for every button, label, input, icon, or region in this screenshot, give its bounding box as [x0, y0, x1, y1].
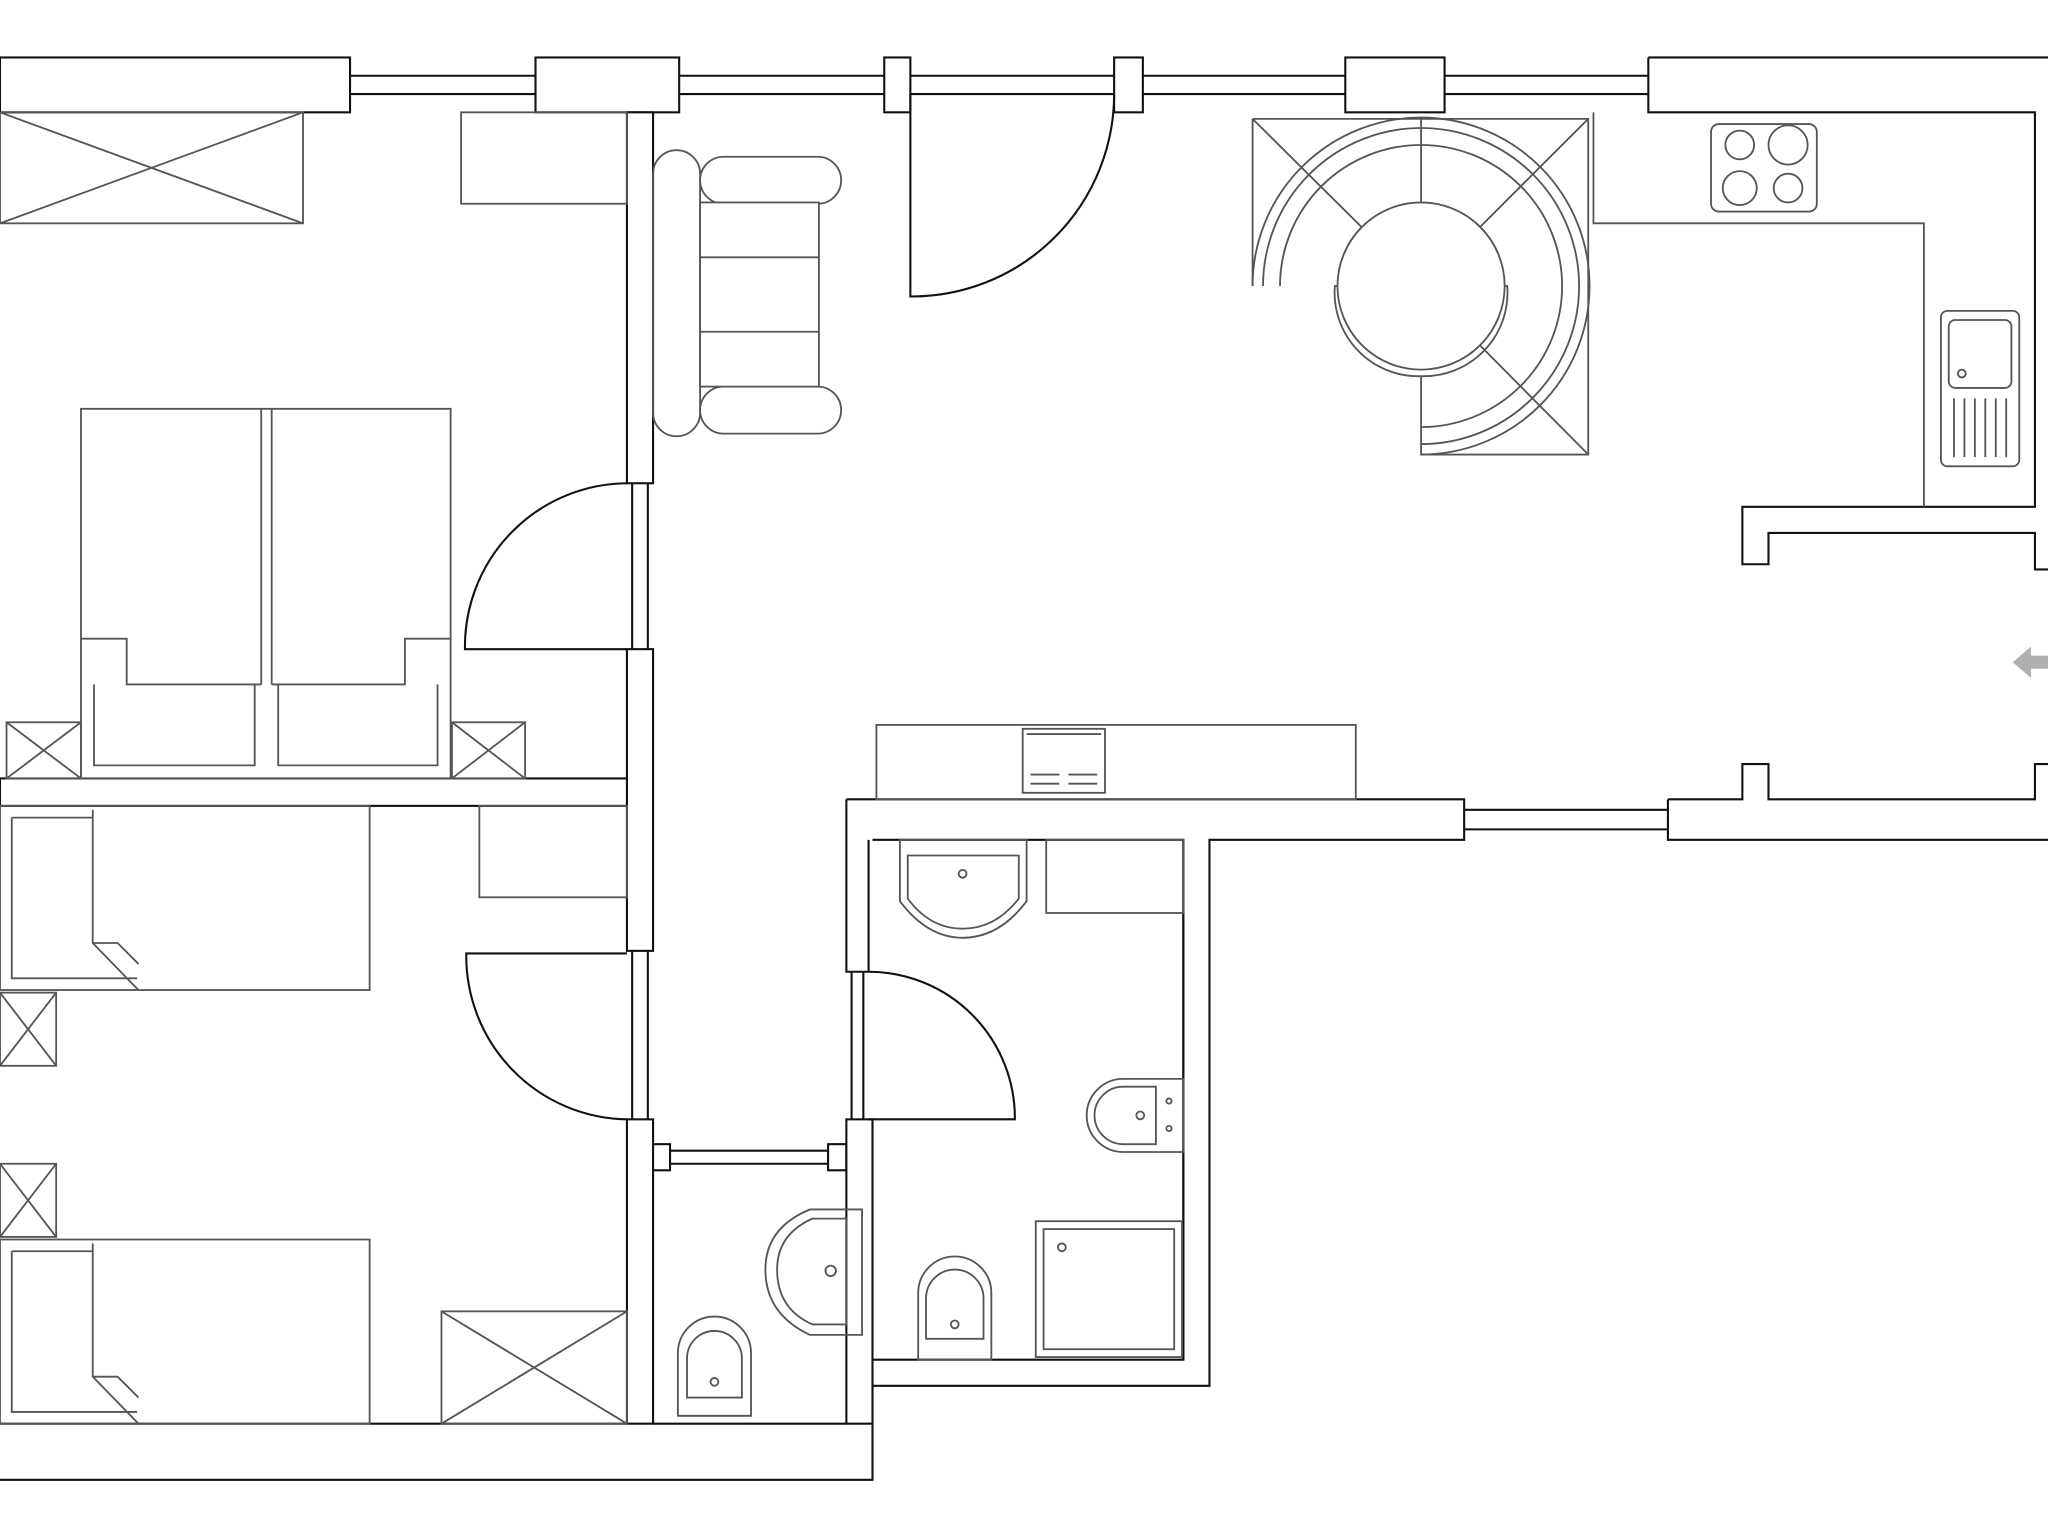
- nightstand-icon: [5, 721, 82, 780]
- exterior-walls: [0, 56, 2048, 1481]
- shower-icon: [1034, 1220, 1183, 1358]
- bed-icon: [0, 1238, 371, 1425]
- window: [350, 74, 1649, 96]
- stove-icon: [1710, 123, 1818, 213]
- entrance-door: [909, 94, 1116, 298]
- nightstand-icon: [0, 991, 58, 1067]
- entrance-arrow-icon: [2012, 646, 2048, 678]
- sink-icon: [1939, 309, 2021, 468]
- small-bathroom: [676, 1208, 863, 1417]
- bidet-icon: [917, 1255, 993, 1361]
- desk: [460, 111, 628, 205]
- bedroom-1-furniture: [0, 111, 628, 780]
- washbasin-icon: [899, 838, 1028, 939]
- wardrobe-icon: [440, 1310, 628, 1425]
- hall-cabinet: [875, 723, 1357, 801]
- bedroom-2-furniture: [0, 804, 628, 1425]
- toilet-icon: [1085, 1077, 1185, 1153]
- bedroom2-door: [465, 952, 627, 1121]
- sectional-sofa-icon: [1251, 116, 1591, 456]
- bathroom-door: [868, 970, 1016, 1121]
- bedroom1-door: [463, 482, 627, 651]
- desk: [478, 804, 628, 899]
- sofa-icon: [652, 149, 843, 438]
- bed-icon: [0, 804, 371, 991]
- nightstand-icon: [0, 1162, 58, 1238]
- bathroom: [899, 838, 1185, 1361]
- kitchen: [1592, 112, 2021, 507]
- interior-walls: [0, 111, 1185, 1425]
- bed-icon: [80, 407, 452, 780]
- wardrobe-icon: [0, 111, 304, 225]
- doors: [463, 94, 1116, 1121]
- living-furniture: [652, 116, 1591, 456]
- washbasin-icon: [764, 1208, 863, 1336]
- nightstand-icon: [451, 721, 526, 780]
- toilet-icon: [676, 1315, 752, 1417]
